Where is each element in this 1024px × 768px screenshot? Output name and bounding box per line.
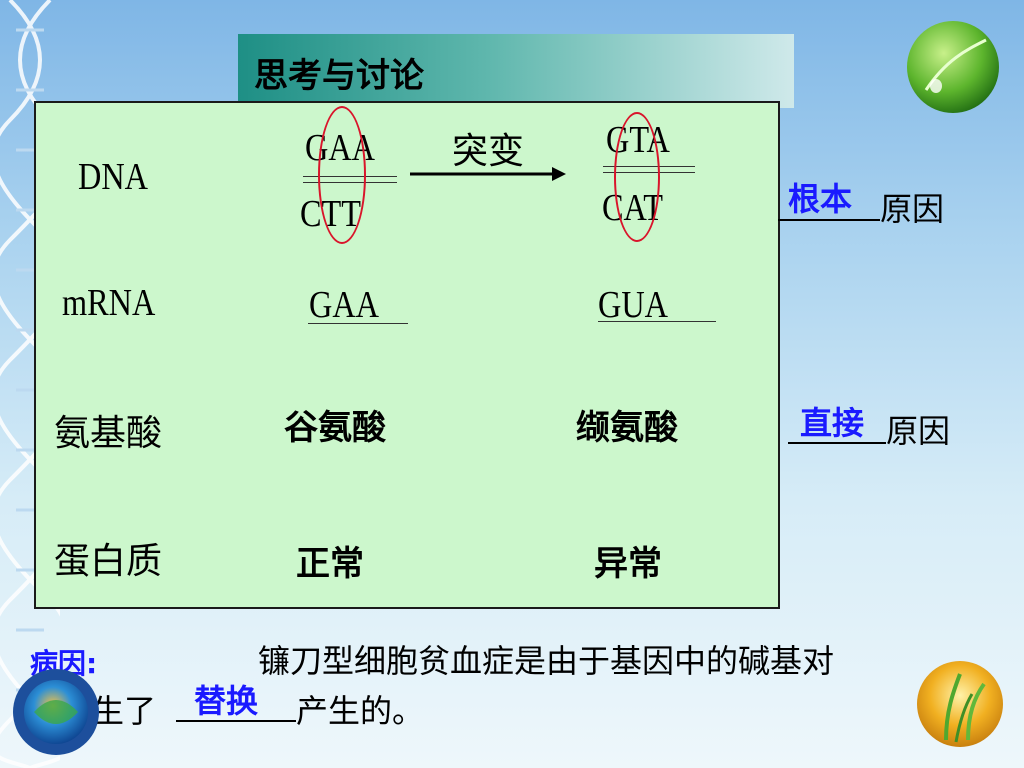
root-cause-blank (778, 219, 880, 221)
direct-cause-answer: 直接 (800, 404, 865, 442)
direct-cause-blank (788, 442, 886, 444)
substitution-answer: 替换 (194, 682, 259, 720)
amino-acid-label: 氨基酸 (54, 413, 163, 454)
title-bar (238, 34, 794, 108)
mutation-label: 突变 (452, 131, 525, 172)
root-cause-suffix: 原因 (880, 190, 945, 228)
mutation-site-circle (614, 112, 660, 242)
cause-sentence-line1: 镰刀型细胞贫血症是由于基因中的碱基对 (258, 642, 835, 680)
globe-logo-icon (13, 669, 99, 755)
mutation-site-circle (318, 106, 366, 244)
dna-label: DNA (78, 156, 148, 198)
direct-cause-suffix: 原因 (886, 412, 951, 450)
amino-acid-mutant: 缬氨酸 (576, 408, 678, 448)
amino-acid-normal: 谷氨酸 (284, 408, 386, 448)
protein-normal: 正常 (296, 544, 364, 584)
mrna-underline (598, 321, 716, 322)
mrna-normal: GAA (309, 284, 379, 326)
mutation-arrow-icon (410, 167, 566, 181)
protein-mutant: 异常 (594, 544, 662, 584)
mrna-label: mRNA (62, 282, 156, 324)
leaf-drop-icon (907, 21, 999, 113)
root-cause-answer: 根本 (788, 180, 853, 218)
cause-sentence-suffix: 产生的。 (296, 692, 425, 730)
page-title: 思考与讨论 (254, 56, 424, 96)
protein-label: 蛋白质 (54, 541, 163, 582)
grass-ball-icon (917, 661, 1003, 747)
substitution-blank (176, 720, 296, 722)
mrna-underline (308, 323, 408, 324)
mrna-mutant: GUA (598, 284, 668, 326)
